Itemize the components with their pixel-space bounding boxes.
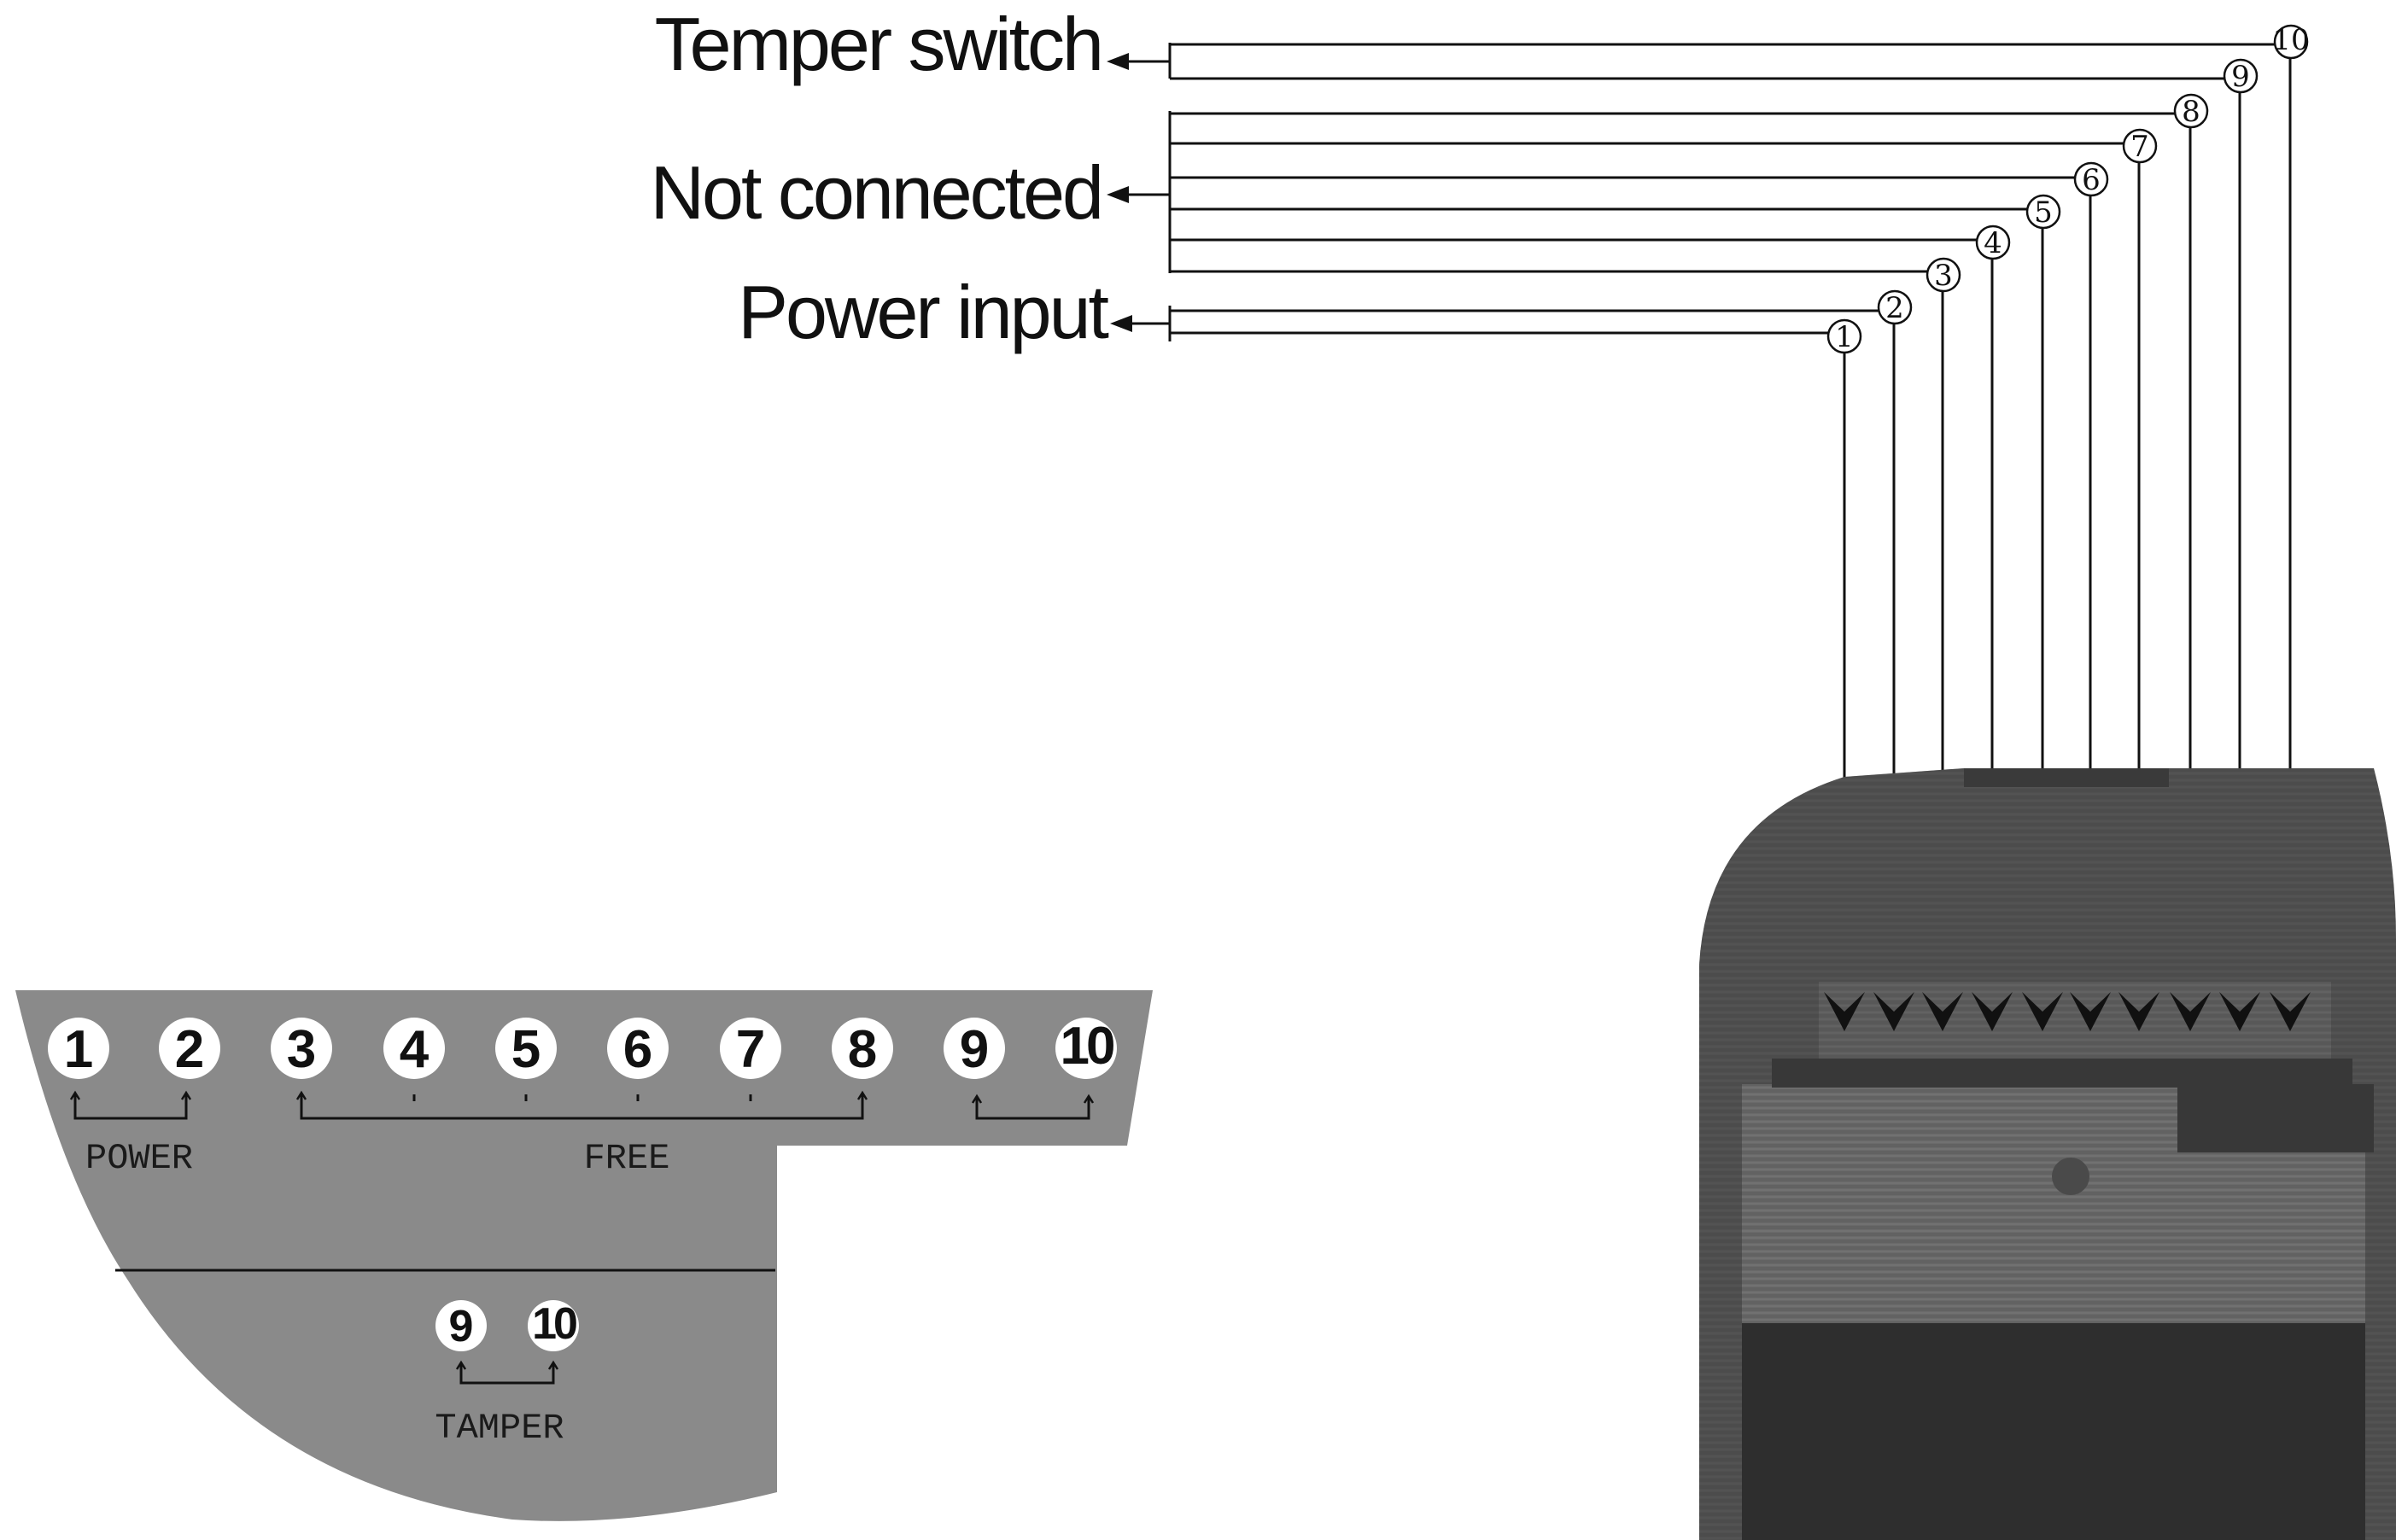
wire-number-label: 10 xyxy=(2272,23,2309,57)
wire-number-label: 8 xyxy=(2182,95,2200,129)
terminal-number: 5 xyxy=(511,1020,541,1079)
terminal-7: 7 xyxy=(720,1018,781,1079)
terminal-circle xyxy=(48,1018,109,1079)
terminal-9: 9 xyxy=(944,1018,1005,1079)
wire-number-circle xyxy=(1975,225,2011,260)
callout-tamper-label: Temper switch xyxy=(655,2,1102,86)
wire-number-label: 2 xyxy=(1885,291,1904,325)
terminal-2: 2 xyxy=(159,1018,220,1079)
wire-9: 9 xyxy=(1170,58,2259,1031)
terminal-10: 10 xyxy=(1055,1017,1117,1079)
free-bracket xyxy=(295,1090,868,1120)
tamper-terminal-10: 10 xyxy=(528,1299,580,1351)
terminal-arrow-icon xyxy=(2070,992,2111,1031)
terminal-circle xyxy=(528,1300,579,1351)
terminal-1: 1 xyxy=(48,1018,109,1079)
free-group-label: FREE xyxy=(584,1138,670,1179)
wire-number-circle xyxy=(2273,24,2309,60)
terminal-6: 6 xyxy=(607,1018,669,1079)
wire-number-circle xyxy=(2223,58,2259,94)
terminal-circle xyxy=(1055,1018,1117,1079)
terminal-circle xyxy=(435,1300,487,1351)
wire-number-circle xyxy=(1877,289,1913,325)
terminal-number: 1 xyxy=(64,1020,93,1079)
tamper-group-label: TAMPER xyxy=(435,1408,564,1449)
terminal-arrow-icon xyxy=(2022,992,2063,1031)
wire-number-label: 5 xyxy=(2034,195,2053,230)
terminal-circle xyxy=(383,1018,445,1079)
terminal-4: 4 xyxy=(383,1018,445,1079)
terminal-arrow-icon xyxy=(1873,992,1914,1031)
callout-tamper: Temper switch xyxy=(655,2,1172,86)
power-group-label: POWER xyxy=(85,1138,193,1179)
wire-number-circle xyxy=(1926,257,1961,293)
wire-8: 8 xyxy=(1170,93,2209,1031)
callout-not-connected-arrow-icon xyxy=(1107,186,1129,203)
wire-5: 5 xyxy=(1170,194,2061,1031)
terminal-circle xyxy=(271,1018,332,1079)
terminal-circle xyxy=(720,1018,781,1079)
wire-number-label: 6 xyxy=(2082,163,2101,197)
terminal-circle xyxy=(159,1018,220,1079)
tamper-top-bracket xyxy=(971,1094,1095,1120)
terminal-number: 10 xyxy=(1061,1017,1113,1076)
terminal-panel xyxy=(15,990,1153,1521)
terminal-row: 1 2 3 4 5 6 7 8 9 10 9 10 xyxy=(48,1017,1117,1351)
wire-7: 7 xyxy=(1170,128,2158,1031)
terminal-circle xyxy=(944,1018,1005,1079)
tamper-bottom-bracket xyxy=(455,1360,559,1385)
terminal-number: 9 xyxy=(960,1020,989,1079)
terminal-number: 8 xyxy=(848,1020,877,1079)
terminal-number: 3 xyxy=(287,1020,316,1079)
callout-power: Power input xyxy=(738,270,1172,354)
terminal-number: 7 xyxy=(736,1020,765,1079)
terminal-circle xyxy=(495,1018,557,1079)
wire-number-circle xyxy=(2073,161,2109,197)
wire-number-label: 3 xyxy=(1934,259,1953,293)
terminal-number: 9 xyxy=(449,1302,474,1351)
terminal-number: 6 xyxy=(623,1020,652,1079)
power-bracket xyxy=(69,1090,192,1120)
terminal-brackets xyxy=(69,1090,1095,1385)
terminal-3: 3 xyxy=(271,1018,332,1079)
wire-number-label: 7 xyxy=(2130,130,2149,164)
terminal-arrow-icon xyxy=(2170,992,2211,1031)
terminal-arrow-icon xyxy=(2219,992,2260,1031)
wire-number-label: 9 xyxy=(2231,60,2250,94)
wire-number-circle xyxy=(2122,128,2158,164)
device-terminal-arrows xyxy=(1824,992,2311,1031)
terminal-number: 2 xyxy=(175,1020,204,1079)
terminal-arrow-icon xyxy=(2270,992,2311,1031)
wire-6: 6 xyxy=(1170,161,2109,1031)
terminal-number: 10 xyxy=(532,1299,576,1349)
callout-not-connected-label: Not connected xyxy=(651,150,1102,235)
terminal-arrow-icon xyxy=(2118,992,2159,1031)
wire-4: 4 xyxy=(1170,225,2011,1031)
tamper-terminal-9: 9 xyxy=(435,1300,487,1351)
terminal-arrow-icon xyxy=(1972,992,2013,1031)
callout-power-label: Power input xyxy=(738,270,1108,354)
terminal-arrow-icon xyxy=(1922,992,1963,1031)
terminal-8: 8 xyxy=(832,1018,893,1079)
wire-number-label: 1 xyxy=(1835,320,1854,354)
callout-not-connected: Not connected xyxy=(651,111,1172,273)
wire-number-circle xyxy=(2173,93,2209,129)
device-body xyxy=(1699,768,2396,1540)
callout-tamper-arrow-icon xyxy=(1107,53,1129,70)
wire-number-circle xyxy=(1826,318,1862,354)
callout-power-arrow-icon xyxy=(1110,315,1132,332)
terminal-circle xyxy=(832,1018,893,1079)
terminal-number: 4 xyxy=(400,1020,430,1079)
terminal-arrow-icon xyxy=(1824,992,1865,1031)
wire-number-label: 4 xyxy=(1984,226,2002,260)
terminal-5: 5 xyxy=(495,1018,557,1079)
wire-10: 10 xyxy=(1170,23,2310,1031)
terminal-circle xyxy=(607,1018,669,1079)
wire-number-circle xyxy=(2025,194,2061,230)
